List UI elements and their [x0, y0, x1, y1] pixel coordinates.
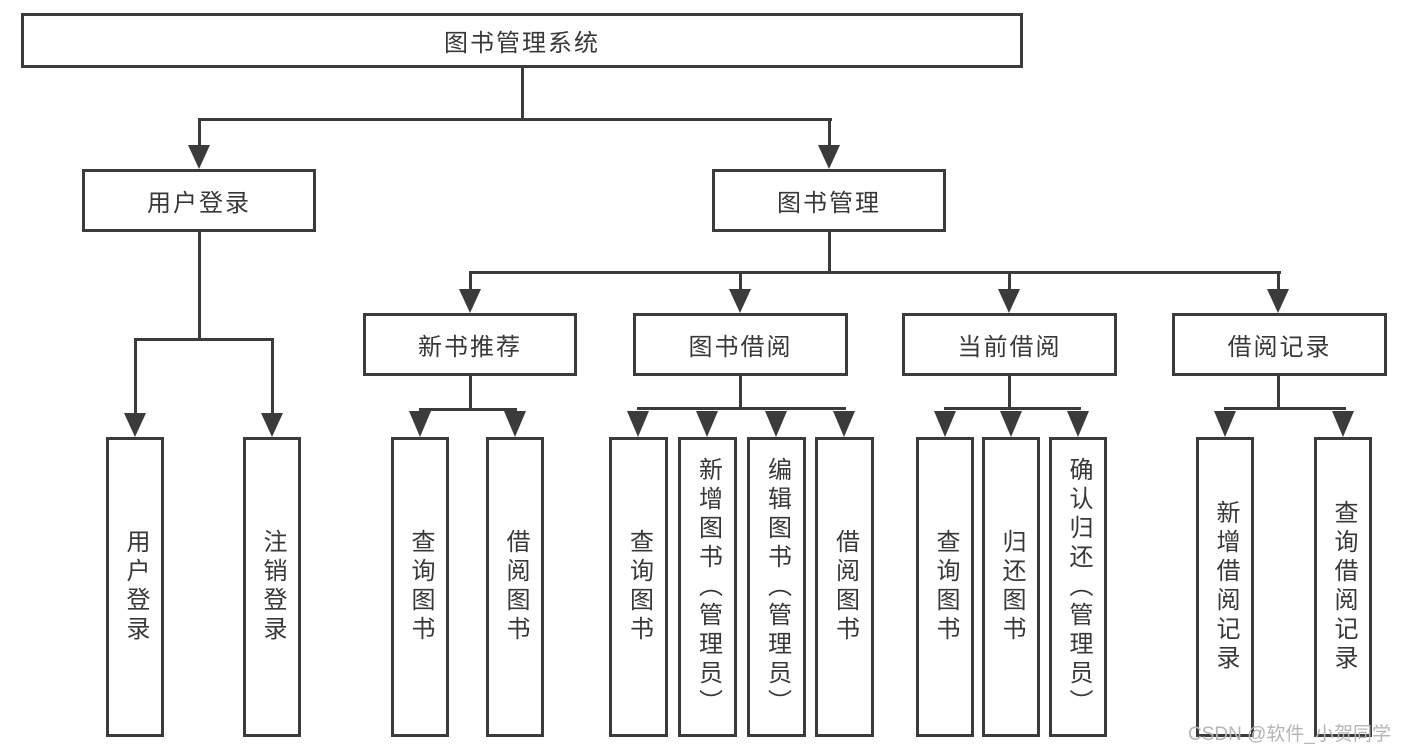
node-label: 查询借阅记录 — [1330, 500, 1357, 674]
arrow-down-icon — [188, 145, 210, 169]
node-label: 查询图书 — [407, 529, 434, 645]
connector-line — [739, 376, 742, 409]
node-label: 借阅图书 — [831, 529, 859, 645]
arrow-down-icon — [459, 289, 481, 313]
csdn-watermark: CSDN @软件_小贺同学 — [1188, 724, 1391, 745]
arrow-down-icon — [627, 411, 649, 437]
leaf-add-books-admin: 新增图书（管理员） — [678, 437, 737, 737]
arrow-down-icon — [1067, 411, 1089, 437]
connector-line — [469, 376, 472, 410]
arrow-down-icon — [765, 411, 787, 437]
node-book-borrowing: 图书借阅 — [633, 313, 848, 376]
leaf-edit-books-admin: 编辑图书（管理员） — [747, 437, 806, 737]
node-book-management: 图书管理 — [712, 169, 946, 232]
arrow-down-icon — [729, 289, 751, 313]
arrow-down-icon — [818, 145, 840, 169]
arrow-down-icon — [261, 413, 283, 437]
node-root-library-system: 图书管理系统 — [21, 13, 1023, 68]
node-label: 当前借阅 — [957, 334, 1062, 361]
node-label: 图书管理 — [777, 190, 881, 217]
connector-line — [198, 121, 201, 147]
connector-line — [637, 407, 846, 410]
leaf-logout: 注销登录 — [243, 437, 301, 737]
connector-line — [1008, 274, 1011, 291]
connector-line — [521, 68, 524, 120]
node-label: 归还图书 — [998, 529, 1025, 645]
arrow-down-icon — [1267, 289, 1289, 313]
arrow-down-icon — [1000, 411, 1022, 437]
leaf-add-borrow-record: 新增借阅记录 — [1196, 437, 1254, 737]
arrow-down-icon — [1332, 411, 1354, 437]
connector-line — [198, 232, 201, 340]
connector-line — [1224, 407, 1346, 410]
arrow-down-icon — [1214, 411, 1236, 437]
node-label: 编辑图书（管理员） — [763, 456, 791, 718]
leaf-return-books: 归还图书 — [982, 437, 1040, 737]
node-label: 注销登录 — [259, 529, 286, 645]
leaf-query-borrow-record: 查询借阅记录 — [1314, 437, 1372, 737]
connector-line — [1277, 274, 1280, 291]
connector-line — [1277, 376, 1280, 409]
connector-line — [828, 232, 831, 273]
leaf-query-books-1: 查询图书 — [391, 437, 449, 737]
arrow-down-icon — [409, 411, 431, 437]
connector-line — [828, 121, 831, 147]
connector-line — [419, 408, 517, 411]
leaf-query-books-2: 查询图书 — [609, 437, 668, 737]
node-label: 查询图书 — [932, 529, 959, 645]
connector-line — [271, 341, 274, 415]
node-current-borrowing: 当前借阅 — [902, 313, 1117, 376]
connector-line — [1008, 376, 1011, 409]
node-new-book-recommend: 新书推荐 — [363, 313, 577, 376]
node-label: 新书推荐 — [418, 334, 522, 361]
node-label: 确认归还（管理员） — [1065, 456, 1092, 718]
node-borrowing-records: 借阅记录 — [1172, 313, 1387, 376]
node-label: 新增借阅记录 — [1212, 500, 1239, 674]
arrow-down-icon — [833, 411, 855, 437]
arrow-down-icon — [504, 411, 526, 437]
connector-line — [134, 341, 137, 415]
leaf-confirm-return-admin: 确认归还（管理员） — [1049, 437, 1107, 737]
arrow-down-icon — [998, 289, 1020, 313]
connector-line — [944, 407, 1081, 410]
connector-line — [469, 274, 472, 291]
node-label: 用户登录 — [122, 529, 149, 645]
node-label: 借阅图书 — [502, 529, 529, 645]
leaf-user-login: 用户登录 — [106, 437, 164, 737]
node-label: 新增图书（管理员） — [694, 456, 722, 718]
node-user-login: 用户登录 — [82, 169, 316, 232]
node-label: 图书管理系统 — [444, 30, 600, 57]
connector-line — [469, 271, 1281, 274]
node-label: 借阅记录 — [1227, 334, 1332, 361]
connector-line — [739, 274, 742, 291]
arrow-down-icon — [124, 413, 146, 437]
node-label: 查询图书 — [625, 529, 653, 645]
leaf-borrow-books-2: 借阅图书 — [815, 437, 874, 737]
node-label: 用户登录 — [147, 190, 251, 217]
connector-line — [134, 338, 274, 341]
leaf-borrow-books-1: 借阅图书 — [486, 437, 544, 737]
connector-line — [198, 118, 832, 121]
leaf-query-books-3: 查询图书 — [916, 437, 974, 737]
node-label: 图书借阅 — [688, 334, 793, 361]
arrow-down-icon — [696, 411, 718, 437]
arrow-down-icon — [934, 411, 956, 437]
